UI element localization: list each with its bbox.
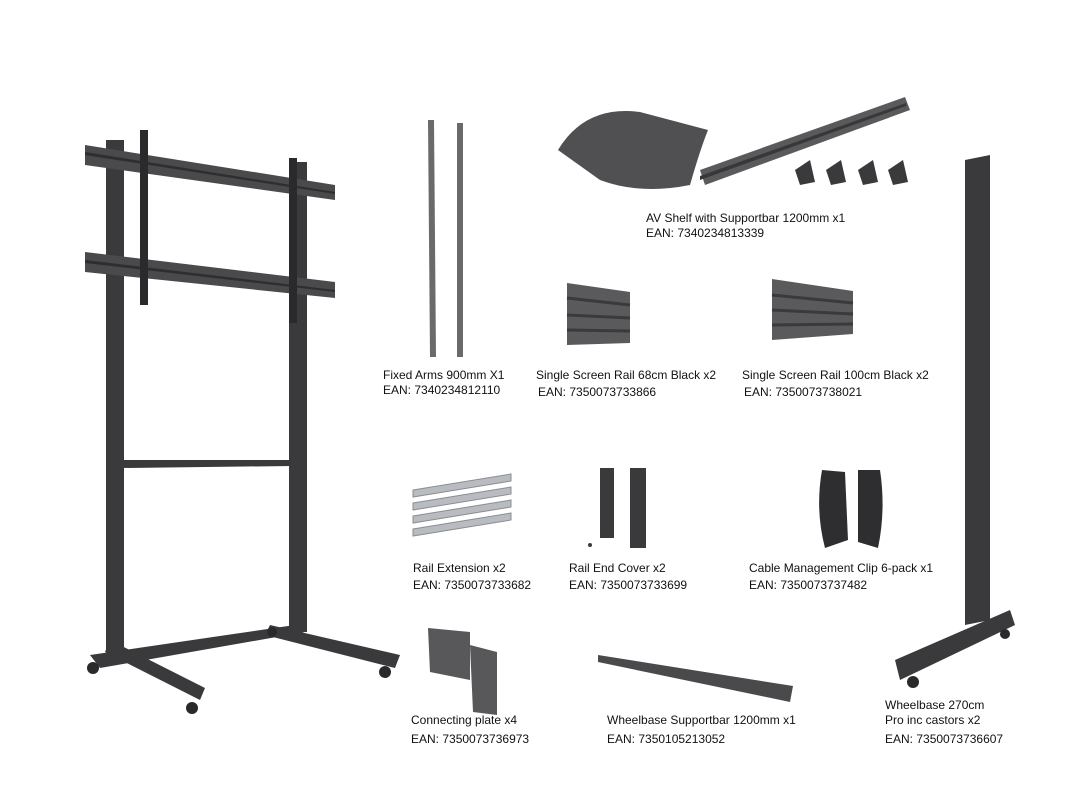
part-ean: EAN: 7350073733866 [538,385,657,399]
part-label-fixed-arms: Fixed Arms 900mm X1 EAN: 7340234812110 [383,368,504,398]
part-ean: EAN: 7350105213052 [607,732,726,746]
part-label-wheelbase-supportbar: Wheelbase Supportbar 1200mm x1 EAN: 7350… [607,713,796,747]
rail-extension-illustration [412,473,512,537]
part-label-av-shelf: AV Shelf with Supportbar 1200mm x1 EAN: … [646,211,845,241]
part-ean: EAN: 7350073738021 [744,385,863,399]
rail-100-illustration [771,279,854,340]
part-name: Connecting plate x4 [411,713,518,727]
wheelbase-270-illustration [895,155,1015,688]
part-name: Single Screen Rail 68cm Black x2 [536,368,717,382]
part-name: Wheelbase 270cm [885,698,985,712]
part-ean: EAN: 7350073733682 [413,578,532,592]
av-shelf-illustration [558,97,910,189]
part-ean: EAN: 7340234813339 [646,226,765,240]
rail-68-illustration [566,283,631,345]
part-label-wheelbase-270: Wheelbase 270cm Pro inc castors x2 EAN: … [885,698,1003,747]
connecting-plate-illustration [428,628,497,715]
part-ean: EAN: 7350073737482 [749,578,868,592]
cable-clip-illustration [819,470,883,548]
part-label-connecting-plate: Connecting plate x4 EAN: 7350073736973 [411,713,529,747]
part-ean: EAN: 7350073736973 [411,732,530,746]
part-label-cable-clip: Cable Management Clip 6-pack x1 EAN: 735… [749,561,933,593]
wheelbase-supportbar-illustration [598,655,793,702]
part-name: Wheelbase Supportbar 1200mm x1 [607,713,796,727]
part-label-rail-extension: Rail Extension x2 EAN: 7350073733682 [413,561,531,593]
part-name: Fixed Arms 900mm X1 [383,368,505,382]
part-ean: EAN: 7340234812110 [383,383,501,397]
part-label-rail-68: Single Screen Rail 68cm Black x2 EAN: 73… [536,368,716,400]
part-label-rail-end-cover: Rail End Cover x2 EAN: 7350073733699 [569,561,687,593]
part-name: AV Shelf with Supportbar 1200mm x1 [646,211,846,225]
part-name: Rail Extension x2 [413,561,506,575]
part-ean: EAN: 7350073733699 [569,578,688,592]
part-ean: EAN: 7350073736607 [885,732,1004,746]
part-name: Rail End Cover x2 [569,561,666,575]
rail-end-cover-illustration [588,468,646,548]
part-name: Single Screen Rail 100cm Black x2 [742,368,929,382]
fixed-arms-illustration [428,120,463,357]
part-label-rail-100: Single Screen Rail 100cm Black x2 EAN: 7… [742,368,929,400]
part-name-line2: Pro inc castors x2 [885,713,981,727]
assembled-stand [85,130,400,714]
part-name: Cable Management Clip 6-pack x1 [749,561,934,575]
